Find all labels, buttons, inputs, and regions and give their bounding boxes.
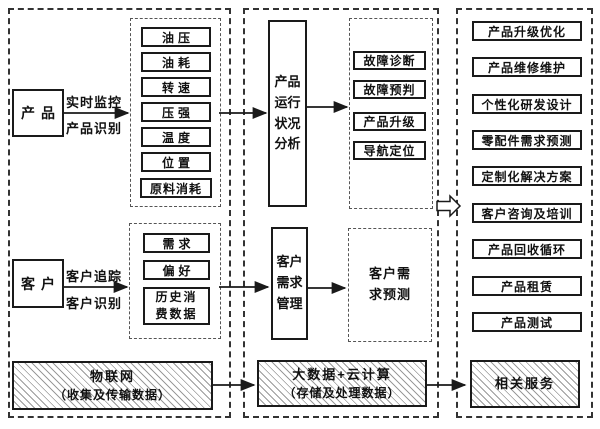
metric-label: 压强 xyxy=(161,105,194,120)
service-box: 产品回收循环 xyxy=(472,239,582,259)
bigdata-cloud-box: 大数据+云计算 （存储及处理数据） xyxy=(257,360,427,407)
bigdata-subtitle: （存储及处理数据） xyxy=(283,386,401,401)
customer-attr-label: 需求 xyxy=(162,236,195,251)
analysis-output-box: 导航定位 xyxy=(353,141,426,160)
customer-demand-box: 客户需求管理 xyxy=(271,227,308,340)
service-label: 产品维修维护 xyxy=(487,60,566,75)
product-arrow-label-bottom: 产品识别 xyxy=(66,121,123,136)
service-box: 定制化解决方案 xyxy=(472,166,582,186)
customer-box: 客户 xyxy=(12,259,64,308)
customer-attrs-group xyxy=(129,223,221,339)
product-analysis-label: 产品运行状况分析 xyxy=(274,73,301,152)
metric-box: 油耗 xyxy=(141,52,211,72)
customer-attr-box: 偏好 xyxy=(143,260,210,280)
product-box: 产品 xyxy=(12,89,64,137)
service-label: 产品回收循环 xyxy=(487,242,566,257)
service-box: 产品维修维护 xyxy=(472,57,582,77)
service-box: 个性化研发设计 xyxy=(472,94,582,114)
related-services-box: 相关服务 xyxy=(470,360,580,408)
product-arrow-label-top: 实时监控 xyxy=(66,95,123,110)
metric-box: 原料消耗 xyxy=(140,178,212,198)
customer-attr-label: 历史消费数据 xyxy=(155,289,198,321)
service-label: 定制化解决方案 xyxy=(481,169,573,184)
service-box: 客户咨询及培训 xyxy=(472,203,582,223)
service-box: 产品测试 xyxy=(472,312,582,332)
metric-box: 转速 xyxy=(141,77,211,97)
customer-attr-label: 偏好 xyxy=(162,263,195,278)
metric-label: 油耗 xyxy=(161,55,194,70)
metric-box: 压强 xyxy=(141,102,211,122)
bigdata-title: 大数据+云计算 xyxy=(292,366,392,382)
analysis-output-label: 导航定位 xyxy=(363,144,416,158)
service-label: 产品租赁 xyxy=(500,279,553,294)
left-column-frame xyxy=(8,8,231,418)
service-label: 个性化研发设计 xyxy=(481,97,573,112)
metric-label: 原料消耗 xyxy=(149,181,202,196)
iot-box: 物联网 （收集及传输数据） xyxy=(12,361,213,410)
iot-title: 物联网 xyxy=(89,368,135,384)
metric-box: 位置 xyxy=(141,152,211,172)
metric-box: 温度 xyxy=(141,127,211,147)
service-box: 产品升级优化 xyxy=(472,21,582,41)
analysis-output-label: 故障诊断 xyxy=(363,54,416,68)
metric-label: 转速 xyxy=(161,80,194,95)
metric-label: 温度 xyxy=(161,130,194,145)
service-label: 零配件需求预测 xyxy=(481,133,573,148)
analysis-output-box: 故障预判 xyxy=(353,80,426,99)
customer-arrow-label-top: 客户追踪 xyxy=(66,269,123,284)
product-analysis-box: 产品运行状况分析 xyxy=(268,20,307,207)
service-label: 客户咨询及培训 xyxy=(481,206,573,221)
service-label: 产品测试 xyxy=(500,315,553,330)
metric-box: 油压 xyxy=(141,27,211,47)
customer-demand-label: 客户需求管理 xyxy=(276,254,303,311)
customer-arrow-label-bottom: 客户识别 xyxy=(66,296,123,311)
analysis-output-box: 故障诊断 xyxy=(353,51,426,70)
demand-forecast-label: 客户需求预测 xyxy=(368,266,411,302)
service-label: 产品升级优化 xyxy=(487,24,566,39)
product-label: 产品 xyxy=(21,105,61,121)
analysis-output-label: 故障预判 xyxy=(363,83,416,97)
iot-subtitle: （收集及传输数据） xyxy=(53,388,171,403)
service-box: 零配件需求预测 xyxy=(472,130,582,150)
analysis-outputs-group xyxy=(349,18,433,209)
metric-label: 油压 xyxy=(161,30,194,45)
analysis-output-label: 产品升级 xyxy=(363,115,416,129)
analysis-output-box: 产品升级 xyxy=(353,112,426,131)
related-services-label: 相关服务 xyxy=(494,376,555,392)
service-box: 产品租赁 xyxy=(472,276,582,296)
customer-attr-box: 需求 xyxy=(143,233,210,253)
customer-attr-box: 历史消费数据 xyxy=(143,287,210,325)
demand-forecast-box: 客户需求预测 xyxy=(348,228,432,342)
customer-label: 客户 xyxy=(21,275,61,292)
metric-label: 位置 xyxy=(161,155,194,170)
